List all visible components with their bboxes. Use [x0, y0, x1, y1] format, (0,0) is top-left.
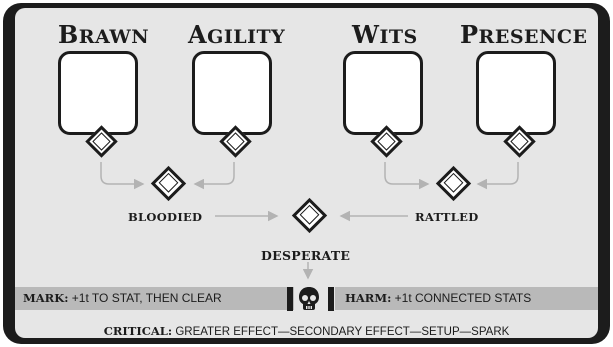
harm-rule-label: HARM: — [345, 291, 392, 305]
mark-rule-label: MARK: — [23, 291, 69, 305]
desperate-label: DESPERATE — [261, 248, 351, 263]
critical-rule-label: CRITICAL: — [103, 324, 173, 338]
skull-icon — [299, 287, 319, 310]
stat-title-brawn: Brawn — [58, 20, 150, 49]
wits-to-rattled-arrow — [384, 162, 430, 190]
critical-rule-text: GREATER EFFECT—SECONDARY EFFECT—SETUP—SP… — [172, 326, 510, 338]
mark-rule-text: +1t TO STAT, THEN CLEAR — [68, 291, 222, 305]
harm-rule-text: +1t CONNECTED STATS — [391, 291, 532, 305]
brawn-to-bloodied-arrow — [100, 162, 145, 190]
stat-box-presence[interactable] — [476, 51, 556, 135]
bloodied-label: BLOODIED — [128, 210, 203, 224]
stat-title-wits: Wits — [352, 20, 418, 49]
stats-panel: Brawn Agility Wits Presence BLOODIED RAT… — [15, 8, 598, 338]
stat-box-brawn[interactable] — [58, 51, 138, 135]
rattled-label: RATTLED — [415, 210, 479, 224]
harm-divider — [328, 287, 334, 311]
connector-arrows — [100, 162, 519, 280]
agility-to-bloodied-arrow — [193, 162, 235, 190]
critical-rule: CRITICAL: GREATER EFFECT—SECONDARY EFFEC… — [15, 324, 598, 338]
presence-to-rattled-arrow — [476, 162, 519, 190]
mark-divider — [287, 287, 293, 311]
stat-box-wits[interactable] — [343, 51, 423, 135]
mark-rule: MARK: +1t TO STAT, THEN CLEAR — [15, 287, 294, 310]
stat-title-agility: Agility — [188, 20, 286, 49]
harm-rule: HARM: +1t CONNECTED STATS — [335, 287, 598, 310]
stat-box-agility[interactable] — [192, 51, 272, 135]
stat-title-presence: Presence — [460, 20, 588, 49]
